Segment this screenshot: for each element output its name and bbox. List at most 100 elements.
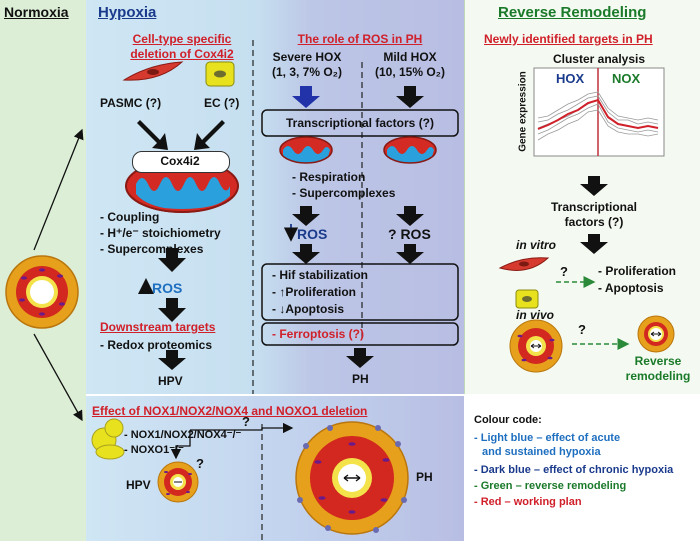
- transcriptional-factors: Transcriptional factors (?): [285, 116, 435, 130]
- pasmc-arrow: [137, 120, 168, 150]
- cluster-arrow: [580, 176, 608, 196]
- pasmc-cell: [122, 61, 184, 81]
- in-vitro-cell: [498, 257, 550, 271]
- in-vivo-question: ?: [578, 322, 586, 337]
- nox-enzyme: [91, 418, 125, 460]
- cox-title-line2: deletion of Cox4i2: [130, 47, 234, 61]
- mild-arrow: [396, 86, 424, 108]
- mito-mild: [383, 136, 437, 164]
- cox-arrow-1: [158, 248, 186, 272]
- remodel-line2: remodeling: [625, 369, 691, 383]
- transcriptional-box: [261, 109, 459, 137]
- legend-light-blue-1: - Light blue – effect of acute: [474, 432, 621, 444]
- hypoxia-header: Hypoxia: [98, 4, 157, 21]
- nox-hpv: HPV: [126, 478, 151, 492]
- downstream-item: - Redox proteomics: [100, 338, 213, 352]
- legend-title: Colour code:: [474, 414, 542, 426]
- cluster-ylabel: Gene expression: [517, 71, 529, 152]
- in-vivo-ec: [515, 289, 539, 309]
- nox-arrow-ph: [190, 422, 294, 434]
- cox4i2-label: Cox4i2: [160, 154, 200, 168]
- reverse-remodeling-header: Reverse Remodeling: [498, 4, 647, 21]
- legend-panel: [464, 396, 700, 541]
- legend-green: - Green – reverse remodeling: [474, 480, 627, 492]
- cox4i2-badge: [132, 151, 230, 173]
- mito-effect-1: - Respiration: [292, 170, 366, 184]
- in-vivo-label: in vivo: [516, 308, 555, 322]
- cox-mitochondrion: [125, 159, 239, 213]
- nox-line2: - NOXO1⁻/⁻: [124, 444, 184, 456]
- ros-ph: PH: [352, 372, 369, 386]
- cluster-nox: NOX: [612, 71, 641, 86]
- ros-mild: ? ROS: [388, 226, 431, 242]
- mild-hox: Mild HOX (10, 15% O₂): [364, 50, 456, 80]
- mild-outcome-arrow: [396, 244, 424, 264]
- ferroptosis-box: [261, 322, 459, 346]
- reverse-remodeled-vessel: [637, 315, 675, 353]
- mild-line1: Mild HOX: [383, 50, 437, 64]
- reverse-title: Newly identified targets in PH: [484, 32, 653, 46]
- mild-line2: (10, 15% O₂): [374, 65, 446, 79]
- in-vitro-label: in vitro: [516, 238, 557, 252]
- cox-title-line1: Cell-type specific: [132, 32, 232, 46]
- ferroptosis: - Ferroptosis (?): [272, 327, 364, 341]
- ec-cell: [205, 61, 235, 87]
- normoxia-header: Normoxia: [4, 4, 69, 20]
- outcome-2: - ↑Proliferation: [272, 285, 357, 299]
- cluster-chart: [533, 67, 665, 157]
- cox-arrow-3: [158, 350, 186, 370]
- nox-question-ph: ?: [242, 414, 250, 429]
- severe-line2: (1, 3, 7% O₂): [271, 65, 343, 79]
- cluster-title: Cluster analysis: [552, 52, 646, 66]
- ph-arrow: [346, 348, 374, 368]
- panel-separator: [86, 394, 700, 396]
- hpv-vessel: [157, 461, 199, 503]
- tf-arrow: [580, 234, 608, 254]
- nox-line1: - NOX1/NOX2/NOX4⁻/⁻: [124, 429, 242, 441]
- remodel-line1: Reverse: [634, 354, 682, 368]
- outcome-3: - ↓Apoptosis: [272, 302, 344, 316]
- reverse-effect-1: - Proliferation: [598, 264, 677, 278]
- cox-ros: ROS: [152, 280, 183, 296]
- legend-red: - Red – working plan: [474, 496, 582, 508]
- normoxia-arrow-up: [33, 128, 84, 251]
- ros-role-title: The role of ROS in PH: [297, 32, 423, 46]
- nox-question-hpv: ?: [196, 456, 204, 471]
- reverse-tf: Transcriptional factors (?): [534, 200, 654, 230]
- nox-arrow-hpv: [170, 430, 191, 460]
- outcomes-box: [261, 263, 459, 321]
- pasmc-label: PASMC (?): [100, 96, 162, 110]
- severe-outcome-arrow: [292, 244, 320, 264]
- ph-vessel: [295, 421, 409, 535]
- outcome-1: - Hif stabilization: [272, 268, 368, 282]
- nox-ph: PH: [416, 470, 433, 484]
- remodeled-vessel-large: [509, 319, 563, 373]
- in-vitro-question: ?: [560, 264, 568, 279]
- mito-effect-2: - Supercomplexes: [292, 186, 396, 200]
- ec-label: EC (?): [204, 96, 240, 110]
- reverse-tf-line1: Transcriptional: [550, 200, 638, 214]
- legend-dark-blue: - Dark blue – effect of chronic hypoxia: [474, 464, 674, 476]
- cox-effect-3: - Supercomplexes: [100, 242, 204, 256]
- legend-light-blue-2: and sustained hypoxia: [482, 446, 601, 458]
- cox-arrow-2: [158, 298, 186, 322]
- severe-hox: Severe HOX (1, 3, 7% O₂): [258, 50, 356, 80]
- severe-line1: Severe HOX: [272, 50, 342, 64]
- mild-ros-arrow: [396, 206, 424, 226]
- reverse-remodeling-outcome: Reverse remodeling: [618, 354, 698, 384]
- severe-ros-arrow: [292, 206, 320, 226]
- reverse-effect-2: - Apoptosis: [598, 281, 664, 295]
- mito-severe: [279, 136, 333, 164]
- cluster-hox: HOX: [556, 71, 585, 86]
- ros-severe: ROS: [297, 226, 328, 242]
- cox-hpv: HPV: [158, 374, 183, 388]
- severe-arrow: [292, 86, 320, 108]
- cox-effect-1: - Coupling: [100, 210, 160, 224]
- cox-effect-2: - H⁺/e⁻ stoichiometry: [100, 226, 221, 240]
- cox-title: Cell-type specific deletion of Cox4i2: [112, 32, 252, 62]
- ec-arrow: [194, 120, 225, 150]
- nox-title: Effect of NOX1/NOX2/NOX4 and NOXO1 delet…: [92, 404, 368, 418]
- normoxia-arrow-down: [33, 333, 83, 422]
- reverse-tf-line2: factors (?): [564, 215, 624, 229]
